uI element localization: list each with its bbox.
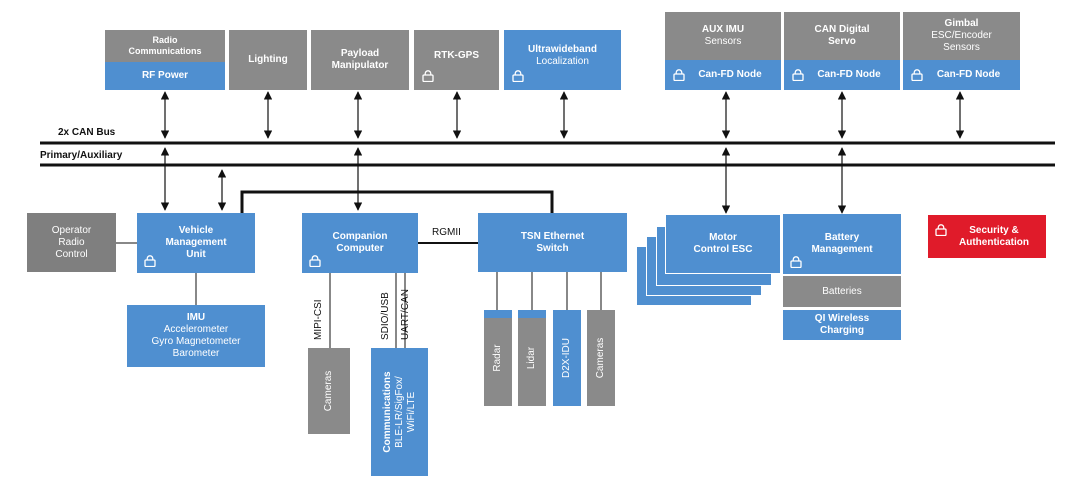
qi-wireless-box: QI Wireless Charging [783, 310, 901, 340]
rtk-gps-box: RTK-GPS [414, 30, 499, 90]
payload-box: Payload Manipulator [311, 30, 409, 90]
operator-box: Operator Radio Control [27, 213, 116, 272]
vmu-tsn-link [240, 190, 554, 213]
lock-icon [144, 255, 156, 267]
aux-imu-title: AUX IMU [701, 24, 745, 35]
communications-title: Communications [381, 371, 393, 453]
d2x-box: D2X-IDU [553, 310, 581, 406]
communications-box: Communications BLE-LR/SigFox/ WiFi/LTE [371, 348, 428, 476]
can-servo-label: CAN Digital Servo [814, 24, 870, 47]
mipi-label: MIPI-CSI [313, 299, 324, 340]
can-fd-node-label: Can-FD Node [817, 69, 881, 80]
cameras-left-box: Cameras [308, 348, 350, 434]
primary-bus-label: Primary/Auxiliary [40, 150, 123, 161]
cameras-right-label: Cameras [595, 337, 606, 379]
imu-box: IMU Accelerometer Gyro Magnetometer Baro… [127, 305, 265, 367]
lock-icon [512, 70, 524, 82]
qi-wireless-label: QI Wireless Charging [814, 313, 870, 336]
companion-label: Companion Computer [332, 231, 388, 254]
radio-comm-box: Radio Communications [105, 30, 225, 62]
vmu-box: Vehicle Management Unit [137, 213, 255, 273]
radio-comm-label: Radio Communications [128, 35, 202, 56]
lock-icon [309, 255, 321, 267]
battery-mgmt-box: Battery Management [783, 214, 901, 274]
battery-mgmt-label: Battery Management [811, 232, 873, 255]
imu-sub: Accelerometer Gyro Magnetometer Baromete… [151, 324, 241, 359]
payload-label: Payload Manipulator [331, 48, 389, 71]
lighting-label: Lighting [248, 54, 288, 65]
tsn-label: TSN Ethernet Switch [520, 230, 585, 254]
can-servo-box: CAN Digital Servo [784, 12, 900, 60]
security-box: Security & Authentication [928, 215, 1046, 258]
aux-imu-box: AUX IMU Sensors [665, 12, 781, 60]
uwb-title: Ultrawideband [528, 44, 597, 55]
uwb-box: Ultrawideband Localization [504, 30, 621, 90]
lock-icon [792, 69, 804, 81]
lock-icon [911, 69, 923, 81]
lidar-label: Lidar [526, 346, 537, 370]
can-fd-node-label: Can-FD Node [936, 69, 1001, 80]
cameras-right-box: Cameras [587, 310, 615, 406]
gimbal-box: Gimbal ESC/Encoder Sensors [903, 12, 1020, 60]
rf-power-label: RF Power [141, 70, 189, 81]
can-fd-node-2: Can-FD Node [784, 60, 900, 90]
cameras-left-label: Cameras [323, 370, 334, 412]
rgmii-label: RGMII [432, 227, 461, 238]
lock-icon [790, 256, 802, 268]
gimbal-title: Gimbal [944, 18, 979, 29]
lock-icon [673, 69, 685, 81]
aux-imu-sub: Sensors [704, 36, 742, 47]
lighting-box: Lighting [229, 30, 307, 90]
operator-label: Operator Radio Control [51, 224, 92, 260]
lock-icon [935, 224, 947, 236]
communications-text: Communications BLE-LR/SigFox/ WiFi/LTE [382, 371, 418, 452]
can-bus-label: 2x CAN Bus [58, 127, 116, 138]
can-fd-node-label: Can-FD Node [698, 69, 762, 80]
sdio-label: SDIO/USB [380, 292, 391, 340]
d2x-label: D2X-IDU [561, 337, 572, 379]
companion-box: Companion Computer [302, 213, 418, 273]
motor-esc-box: Motor Control ESC [665, 214, 781, 274]
batteries-box: Batteries [783, 276, 901, 307]
vmu-label: Vehicle Management Unit [165, 225, 227, 260]
lock-icon [422, 70, 434, 82]
security-label: Security & Authentication [959, 224, 1029, 248]
tsn-switch-box: TSN Ethernet Switch [478, 213, 627, 272]
uwb-sub: Localization [536, 56, 589, 67]
can-fd-node-1: Can-FD Node [665, 60, 781, 90]
radar-box: Radar [484, 310, 512, 406]
imu-title: IMU [186, 312, 206, 323]
rf-power-box: RF Power [105, 62, 225, 90]
uart-label: UART/CAN [400, 289, 411, 340]
radar-label: Radar [492, 344, 503, 372]
batteries-label: Batteries [822, 285, 862, 297]
motor-esc-label: Motor Control ESC [693, 232, 753, 255]
lidar-box: Lidar [518, 310, 546, 406]
can-fd-node-3: Can-FD Node [903, 60, 1020, 90]
communications-sub: BLE-LR/SigFox/ WiFi/LTE [393, 376, 417, 448]
rtk-gps-label: RTK-GPS [434, 50, 479, 61]
gimbal-sub: ESC/Encoder Sensors [931, 30, 992, 53]
